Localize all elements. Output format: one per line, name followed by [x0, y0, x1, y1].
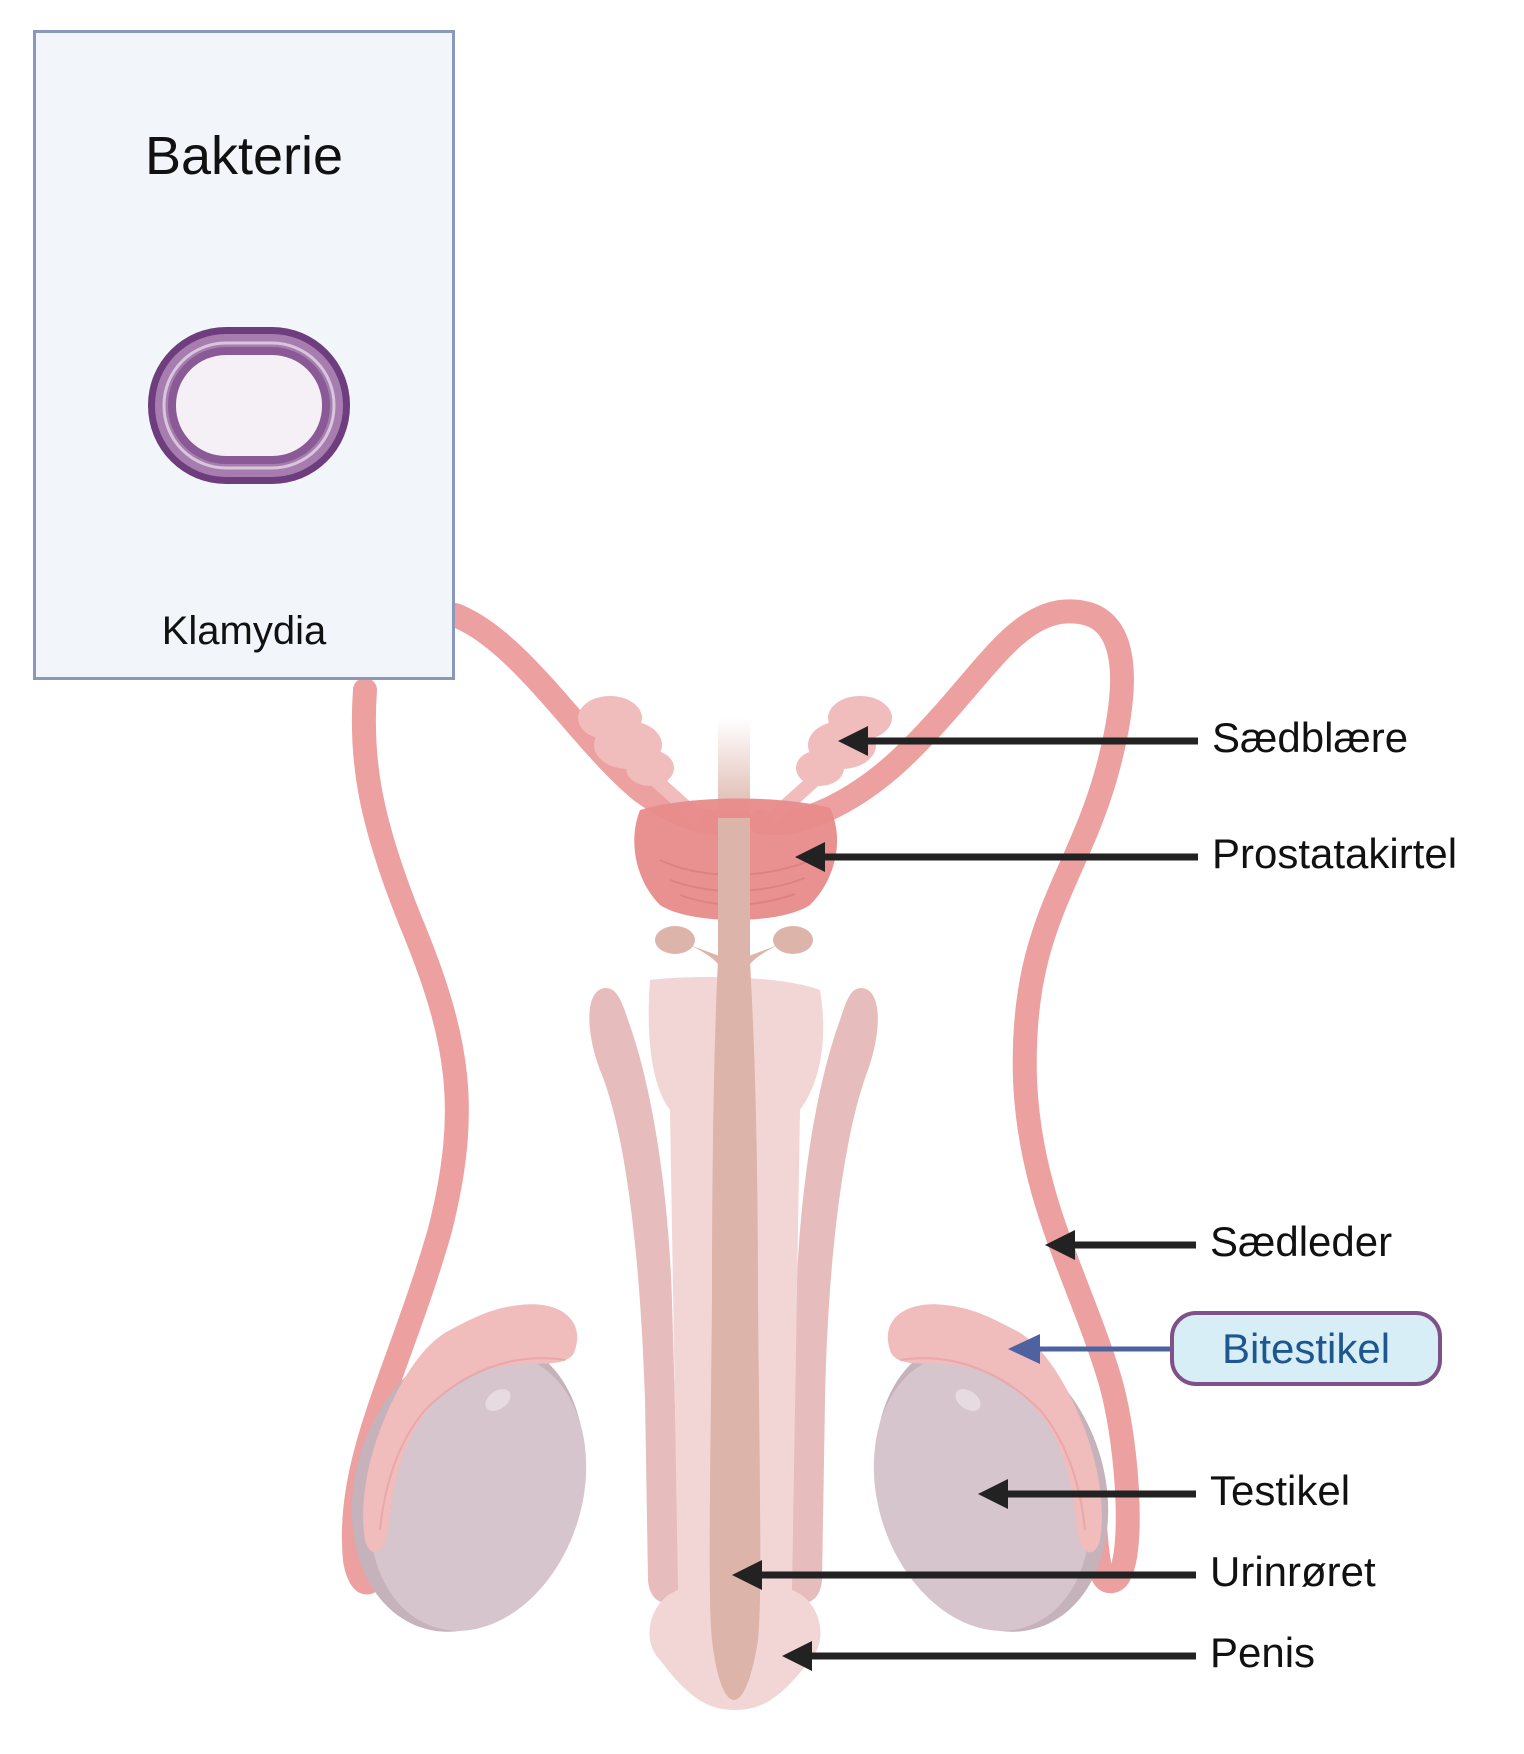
epididymis-left	[363, 1304, 578, 1553]
inset-caption: Klamydia	[161, 609, 327, 653]
urethra	[709, 818, 761, 1700]
arrow-urethra	[732, 1560, 1196, 1590]
label-testis: Testikel	[1210, 1467, 1351, 1514]
bacteria-inset: Bakterie Klamydia	[33, 30, 455, 680]
arrow-prostate	[795, 842, 1198, 872]
vas-deferens-right	[748, 599, 1140, 1593]
arrow-penis	[782, 1641, 1196, 1671]
arrow-epididymis	[1008, 1334, 1170, 1364]
corpus-cavernosum-right	[790, 988, 878, 1603]
arrow-testis	[978, 1479, 1196, 1509]
label-seminal-vesicle: Sædblære	[1212, 714, 1409, 761]
label-urethra: Urinrøret	[1210, 1548, 1376, 1595]
bacterium-icon	[148, 327, 350, 484]
arrow-seminal-vesicle	[838, 726, 1198, 756]
label-epididymis: Bitestikel	[1221, 1324, 1391, 1372]
label-prostate: Prostatakirtel	[1212, 830, 1458, 877]
label-penis: Penis	[1210, 1629, 1316, 1676]
label-vas-deferens: Sædleder	[1210, 1218, 1393, 1265]
label-epididymis-highlight: Bitestikel	[1170, 1311, 1442, 1386]
corpus-cavernosum-left	[589, 988, 680, 1603]
inset-title: Bakterie	[144, 126, 344, 186]
epididymis-right	[887, 1304, 1102, 1553]
arrow-vas-deferens	[1045, 1230, 1196, 1260]
